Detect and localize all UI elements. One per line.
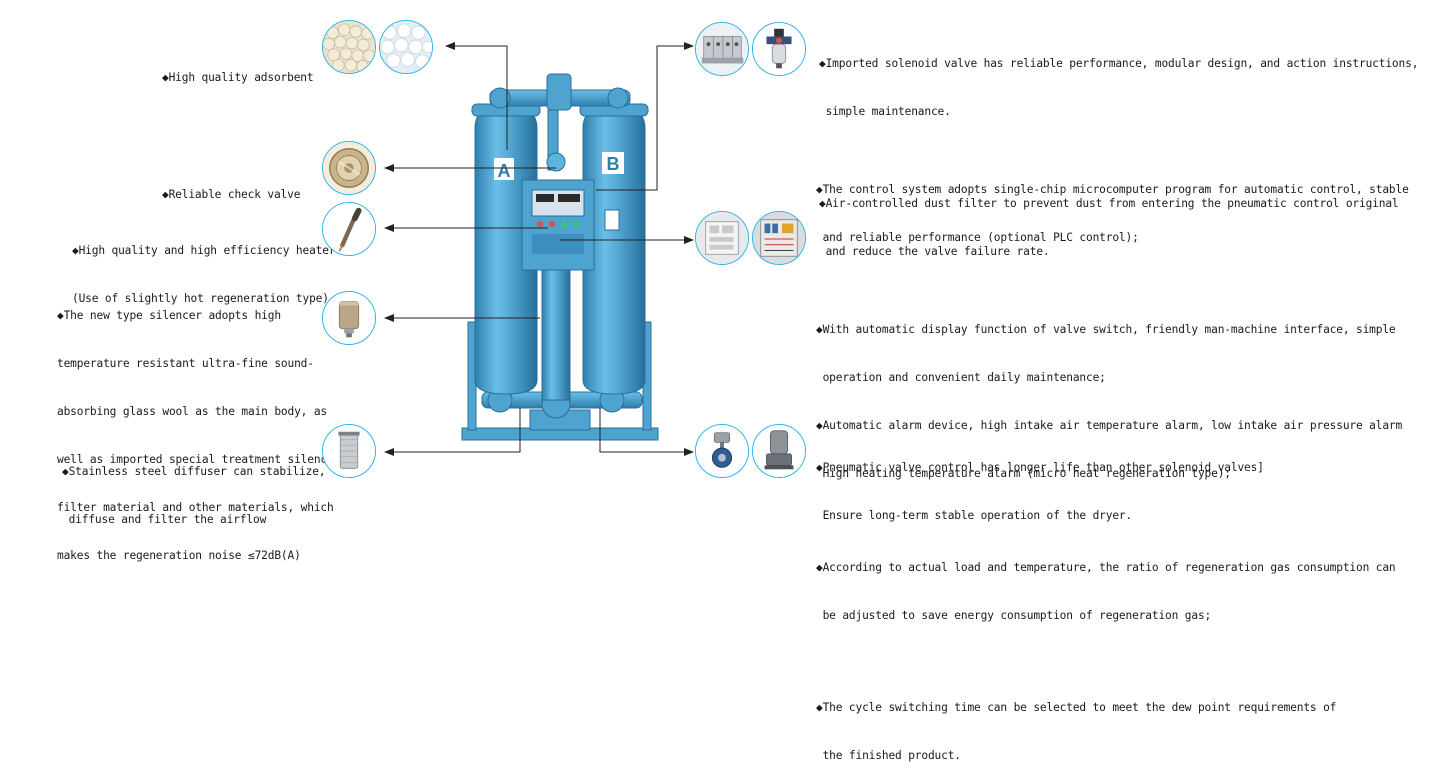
callout-line: simple maintenance.: [819, 105, 951, 118]
connector-arrows: [384, 42, 694, 456]
pneumatic-angle-valve-icon: [752, 424, 806, 478]
upper-piping: [489, 73, 631, 172]
callout-line: makes the regeneration noise ≤72dB(A): [57, 549, 301, 562]
callout-line: well as imported special treatment silen…: [57, 453, 341, 466]
diffuser-icon: [322, 424, 376, 478]
callout-line: (Use of slightly hot regeneration type): [72, 292, 329, 305]
callout-line: ◆With automatic display function of valv…: [816, 323, 1396, 336]
callout-solenoid-text: ◆Imported solenoid valve has reliable pe…: [819, 24, 1418, 276]
base-frame: [461, 321, 659, 441]
callout-line: ◆According to actual load and temperatur…: [816, 561, 1396, 574]
callout-line: ◆The cycle switching time can be selecte…: [816, 701, 1337, 714]
callout-line: the finished product.: [816, 749, 961, 762]
callout-heater-text: ◆High quality and high efficiency heater…: [72, 211, 336, 323]
check-valve-disc-icon: [322, 141, 376, 195]
callout-line: ◆The control system adopts single-chip m…: [816, 183, 1409, 196]
callout-line: operation and convenient daily maintenan…: [816, 371, 1106, 384]
solenoid-valve-block-icon: [695, 22, 749, 76]
arrow-solenoid: [596, 42, 694, 191]
callout-line: ◆High quality and high efficiency heater: [72, 244, 336, 257]
callout-adsorbent-text: ◆High quality adsorbent: [162, 38, 314, 102]
tower-a: A: [471, 103, 541, 395]
callout-line: ◆Imported solenoid valve has reliable pe…: [819, 57, 1419, 70]
callout-line: High heating temperature alarm (micro he…: [816, 467, 1231, 480]
callout-line: Ensure long-term stable operation of the…: [816, 509, 1133, 522]
tower-b-label: B: [607, 154, 620, 174]
callout-line: ◆High quality adsorbent: [162, 71, 314, 84]
callout-check-valve-text: ◆Reliable check valve: [162, 155, 300, 219]
dryer-diagram: A B: [384, 42, 694, 456]
callout-line: ◆Automatic alarm device, high intake air…: [816, 419, 1403, 432]
callout-line: and reliable performance (optional PLC c…: [816, 231, 1139, 244]
callout-line: ◆The new type silencer adopts high: [57, 309, 281, 322]
control-cabinet-wiring-icon: [752, 211, 806, 265]
silencer-icon: [322, 291, 376, 345]
callout-line: temperature resistant ultra-fine sound-: [57, 357, 314, 370]
callout-line: absorbing glass wool as the main body, a…: [57, 405, 328, 418]
heater-rod-icon: [322, 202, 376, 256]
callout-line: ◆Stainless steel diffuser can stabilize,: [62, 465, 326, 478]
arrow-adsorbent: [445, 42, 508, 150]
callout-line: and reduce the valve failure rate.: [819, 245, 1050, 258]
callout-line: ◆Reliable check valve: [162, 188, 301, 201]
adsorbent-beads-white-icon: [379, 20, 433, 74]
air-filter-regulator-icon: [752, 22, 806, 76]
callout-line: be adjusted to save energy consumption o…: [816, 609, 1212, 622]
callout-line: ◆Pneumatic valve control has longer life…: [816, 461, 1264, 474]
lower-piping: [481, 261, 643, 419]
callout-line: ◆Air-controlled dust filter to prevent d…: [819, 197, 1399, 210]
pneumatic-butterfly-valve-icon: [695, 424, 749, 478]
tower-a-label: A: [498, 161, 511, 181]
control-box: [521, 179, 620, 271]
control-panel-interior-icon: [695, 211, 749, 265]
adsorbent-beads-beige-icon: [322, 20, 376, 74]
arrow-pneumatic: [599, 408, 694, 456]
callout-line: diffuse and filter the airflow: [62, 513, 267, 526]
arrow-diffuser: [384, 408, 521, 456]
tower-b: B: [579, 103, 649, 395]
